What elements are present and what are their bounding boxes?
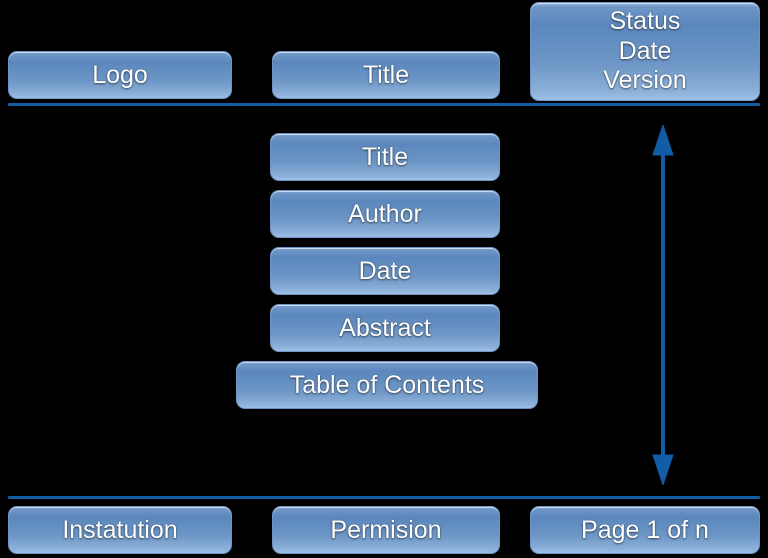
header-status-line-status: Status — [609, 7, 681, 36]
header-title-box[interactable]: Title — [272, 51, 500, 99]
header-status-line-date: Date — [618, 36, 672, 65]
arrow-shaft-icon — [661, 140, 665, 470]
header-logo-box[interactable]: Logo — [8, 51, 232, 99]
header-title-label: Title — [362, 60, 410, 89]
header-status-lines: Status Date Version — [603, 7, 686, 96]
body-item-author-label: Author — [348, 199, 422, 228]
footer-institution-box[interactable]: Instatution — [8, 506, 232, 554]
body-item-title-label: Title — [361, 142, 409, 171]
header-status-box[interactable]: Status Date Version — [530, 2, 760, 101]
footer-institution-label: Instatution — [62, 515, 178, 544]
footer-permission-label: Permision — [330, 515, 442, 544]
body-item-date[interactable]: Date — [270, 247, 500, 295]
vertical-extent-arrow — [645, 125, 681, 485]
body-item-date-label: Date — [358, 256, 412, 285]
body-item-table-of-contents[interactable]: Table of Contents — [236, 361, 538, 409]
header-logo-label: Logo — [92, 60, 148, 89]
body-item-table-of-contents-label: Table of Contents — [289, 370, 485, 399]
body-item-title[interactable]: Title — [270, 133, 500, 181]
arrow-head-down-icon — [652, 454, 674, 485]
body-item-abstract-label: Abstract — [339, 313, 431, 342]
footer-page-label: Page 1 of n — [581, 515, 709, 544]
footer-page-box[interactable]: Page 1 of n — [530, 506, 760, 554]
body-item-author[interactable]: Author — [270, 190, 500, 238]
footer-permission-box[interactable]: Permision — [272, 506, 500, 554]
header-divider — [8, 103, 760, 106]
footer-divider — [8, 496, 760, 499]
body-item-abstract[interactable]: Abstract — [270, 304, 500, 352]
header-status-line-version: Version — [603, 66, 687, 95]
arrow-head-up-icon — [652, 125, 674, 156]
